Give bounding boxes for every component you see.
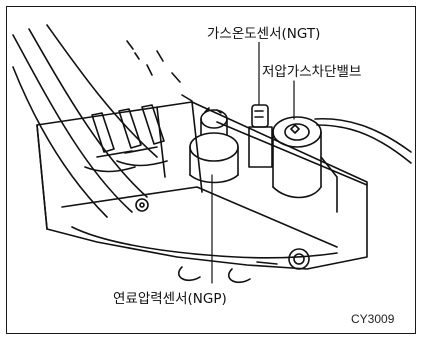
wire-harness: [314, 117, 412, 164]
fuel-pressure-sensor-label: 연료압력센서(NGP): [112, 291, 228, 307]
figure-code: CY3009: [351, 312, 395, 326]
fittings: [135, 198, 310, 284]
gas-temp-sensor-shape: [248, 104, 273, 168]
leader-lines: [211, 40, 295, 284]
engine-component-illustration: [12, 24, 412, 284]
sensor-mount-block: [36, 101, 368, 270]
intake-housing: [12, 24, 193, 218]
shutoff-valve-shape: [272, 116, 338, 213]
figure-frame: 가스온도센서(NGT) 저압가스차단밸브 연료압력센서(NGP) CY3009: [6, 6, 416, 334]
gas-temp-sensor-label: 가스온도센서(NGT): [206, 26, 322, 42]
shutoff-valve-label: 저압가스차단밸브: [261, 64, 363, 80]
fuel-pressure-sensor-shape: [189, 107, 239, 184]
cooling-fins: [84, 104, 168, 173]
